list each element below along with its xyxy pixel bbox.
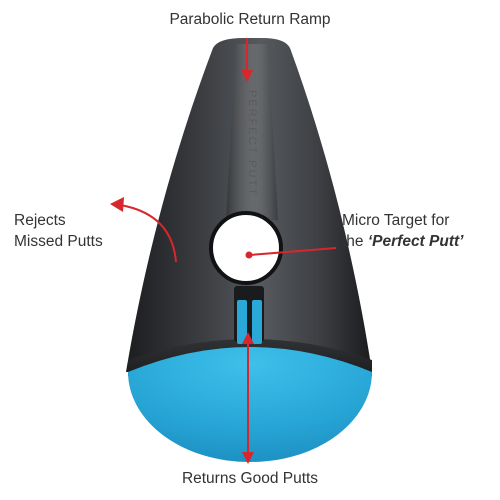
- arrow-head-reject: [110, 197, 124, 212]
- brand-mark: PERFECT PUTT: [246, 90, 258, 197]
- label-micro-emph: ‘Perfect Putt’: [367, 233, 464, 250]
- target-hole: [209, 211, 283, 285]
- label-micro-line2: the ‘Perfect Putt’: [342, 231, 463, 252]
- arrow-head-bottom-down: [242, 452, 254, 464]
- brand-mark-text: PERFECT PUTT: [246, 90, 258, 197]
- arrow-head-bottom-up: [242, 332, 254, 344]
- label-micro-line1: Micro Target for: [342, 212, 450, 229]
- arrow-line-target: [249, 247, 337, 256]
- label-micro-target: Micro Target for the ‘Perfect Putt’: [342, 210, 463, 252]
- blue-base: [128, 347, 372, 462]
- label-returns-good: Returns Good Putts: [181, 470, 319, 487]
- return-slot-right: [252, 300, 262, 344]
- ramp-ridge: [226, 44, 278, 220]
- label-micro-prefix: the: [342, 233, 368, 250]
- label-rejects-missed: Rejects Missed Putts: [14, 210, 103, 252]
- label-parabolic-ramp: Parabolic Return Ramp: [169, 11, 331, 28]
- arrow-curve-reject: [119, 204, 177, 263]
- label-rejects-line2: Missed Putts: [14, 233, 103, 250]
- return-slot-left: [237, 300, 247, 344]
- label-rejects-line1: Rejects: [14, 212, 66, 229]
- arrow-dot-target: [245, 251, 253, 259]
- arrow-head-top: [241, 70, 253, 82]
- ramp-rim: [128, 339, 372, 376]
